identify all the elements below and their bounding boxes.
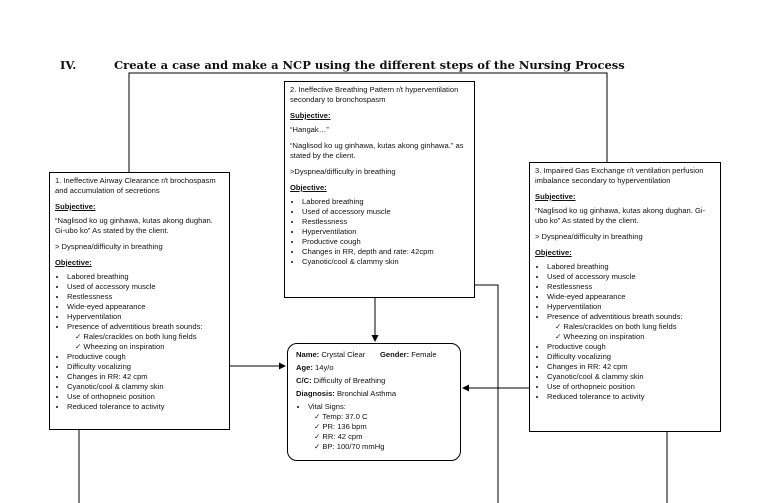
cc-label: C/C: — [296, 376, 312, 385]
box1-subjective-note: > Dyspnea/difficulty in breathing — [55, 242, 163, 251]
box2-subjective-note: >Dyspnea/difficulty in breathing — [290, 167, 396, 176]
section-title: Create a case and make a NCP using the d… — [114, 58, 625, 72]
list-item: Labored breathing — [547, 262, 715, 272]
check-item: Rales/crackles on both lung fields — [75, 332, 224, 342]
list-item: Wide-eyed appearance — [67, 302, 224, 312]
list-item: Productive cough — [67, 352, 224, 362]
box2-title: 2. Ineffective Breathing Pattern r/t hyp… — [290, 85, 459, 104]
line-box2-down — [475, 284, 499, 503]
gender-label: Gender: — [380, 350, 410, 359]
patient-name: Crystal Clear — [321, 350, 366, 359]
box3-subjective-label: Subjective: — [535, 192, 576, 201]
vital-bp: BP: 100/70 mmHg — [314, 442, 452, 452]
list-item: Cyanotic/cool & clammy skin — [302, 257, 469, 267]
list-item: Cyanotic/cool & clammy skin — [67, 382, 224, 392]
vital-signs-item: Vital Signs: Temp: 37.0 C PR: 136 bpm RR… — [308, 402, 452, 452]
box1-breath-sounds-list: Rales/crackles on both lung fields Wheez… — [67, 332, 224, 352]
list-item: Changes in RR, depth and rate: 42cpm — [302, 247, 469, 257]
box3-objective-list: Labored breathing Used of accessory musc… — [535, 262, 715, 402]
list-item: Restlessness — [67, 292, 224, 302]
vital-signs-list: Vital Signs: Temp: 37.0 C PR: 136 bpm RR… — [296, 402, 452, 452]
list-item: Difficulty vocalizing — [67, 362, 224, 372]
box1-objective-list: Labored breathing Used of accessory musc… — [55, 272, 224, 412]
patient-age-row: Age: 14y/o — [296, 363, 452, 373]
vital-pr: PR: 136 bpm — [314, 422, 452, 432]
patient-age: 14y/o — [315, 363, 334, 372]
age-label: Age: — [296, 363, 313, 372]
box2-quote-1: “Hangak…” — [290, 125, 329, 134]
check-item: Wheezing on inspiration — [555, 332, 715, 342]
list-item: Restlessness — [547, 282, 715, 292]
patient-info-box: Name: Crystal Clear Gender: Female Age: … — [287, 343, 461, 461]
vital-temp: Temp: 37.0 C — [314, 412, 452, 422]
diagnosis-box-2: 2. Ineffective Breathing Pattern r/t hyp… — [284, 81, 475, 298]
box2-quote-2: “Naglisod ko ug ginhawa, kutas akong gin… — [290, 141, 464, 160]
vital-rr: RR: 42 cpm — [314, 432, 452, 442]
list-item: Cyanotic/cool & clammy skin — [547, 372, 715, 382]
list-item: Wide-eyed appearance — [547, 292, 715, 302]
list-item: Use of orthopneic position — [67, 392, 224, 402]
patient-cc-row: C/C: Difficulty of Breathing — [296, 376, 452, 386]
list-item: Use of orthopneic position — [547, 382, 715, 392]
box1-subjective-quote: “Naglisod ko ug ginhawa, kutas akong dug… — [55, 216, 213, 235]
list-item: Used of accessory muscle — [67, 282, 224, 292]
list-item: Used of accessory muscle — [547, 272, 715, 282]
list-item: Changes in RR: 42 cpm — [67, 372, 224, 382]
diagnosis-box-3: 3. Impaired Gas Exchange r/t ventilation… — [529, 162, 721, 432]
frame-line-top — [128, 72, 608, 172]
list-item: Changes in RR: 42 cpm — [547, 362, 715, 372]
list-item: Productive cough — [547, 342, 715, 352]
name-label: Name: — [296, 350, 320, 359]
list-item: Used of accessory muscle — [302, 207, 469, 217]
patient-diagnosis-row: Diagnosis: Bronchial Asthma — [296, 389, 452, 399]
list-item: Labored breathing — [302, 197, 469, 207]
box1-subjective-label: Subjective: — [55, 202, 96, 211]
patient-gender: Female — [411, 350, 437, 359]
box3-subjective-quote: “Naglisod ko ug ginhawa, kutas akong dug… — [535, 206, 706, 225]
box1-title: 1. Ineffective Airway Clearance r/t broc… — [55, 176, 216, 195]
box2-objective-label: Objective: — [290, 183, 327, 192]
patient-diagnosis: Bronchial Asthma — [336, 389, 397, 398]
list-item: Restlessness — [302, 217, 469, 227]
box2-subjective-label: Subjective: — [290, 111, 331, 120]
list-item: Hyperventilation — [547, 302, 715, 312]
box3-objective-label: Objective: — [535, 248, 572, 257]
box2-objective-list: Labored breathing Used of accessory musc… — [290, 197, 469, 267]
patient-name-row: Name: Crystal Clear Gender: Female — [296, 350, 452, 360]
box3-breath-sounds-list: Rales/crackles on both lung fields Wheez… — [547, 322, 715, 342]
list-item: Labored breathing — [67, 272, 224, 282]
section-number: IV. — [60, 58, 77, 72]
check-item: Wheezing on inspiration — [75, 342, 224, 352]
list-item: Reduced tolerance to activity — [547, 392, 715, 402]
box3-title: 3. Impaired Gas Exchange r/t ventilation… — [535, 166, 704, 185]
list-item: Hyperventilation — [67, 312, 224, 322]
box1-objective-label: Objective: — [55, 258, 92, 267]
check-item: Rales/crackles on both lung fields — [555, 322, 715, 332]
list-item: Productive cough — [302, 237, 469, 247]
list-item: Hyperventilation — [302, 227, 469, 237]
diagnosis-label: Diagnosis: — [296, 389, 335, 398]
list-item: Difficulty vocalizing — [547, 352, 715, 362]
list-item-breath-sounds: Presence of adventitious breath sounds: … — [547, 312, 715, 342]
vital-signs-values: Temp: 37.0 C PR: 136 bpm RR: 42 cpm BP: … — [308, 412, 452, 452]
patient-cc: Difficulty of Breathing — [313, 376, 386, 385]
box3-subjective-note: > Dyspnea/difficulty in breathing — [535, 232, 643, 241]
list-item: Reduced tolerance to activity — [67, 402, 224, 412]
list-item-breath-sounds: Presence of adventitious breath sounds: … — [67, 322, 224, 352]
diagnosis-box-1: 1. Ineffective Airway Clearance r/t broc… — [49, 172, 230, 430]
